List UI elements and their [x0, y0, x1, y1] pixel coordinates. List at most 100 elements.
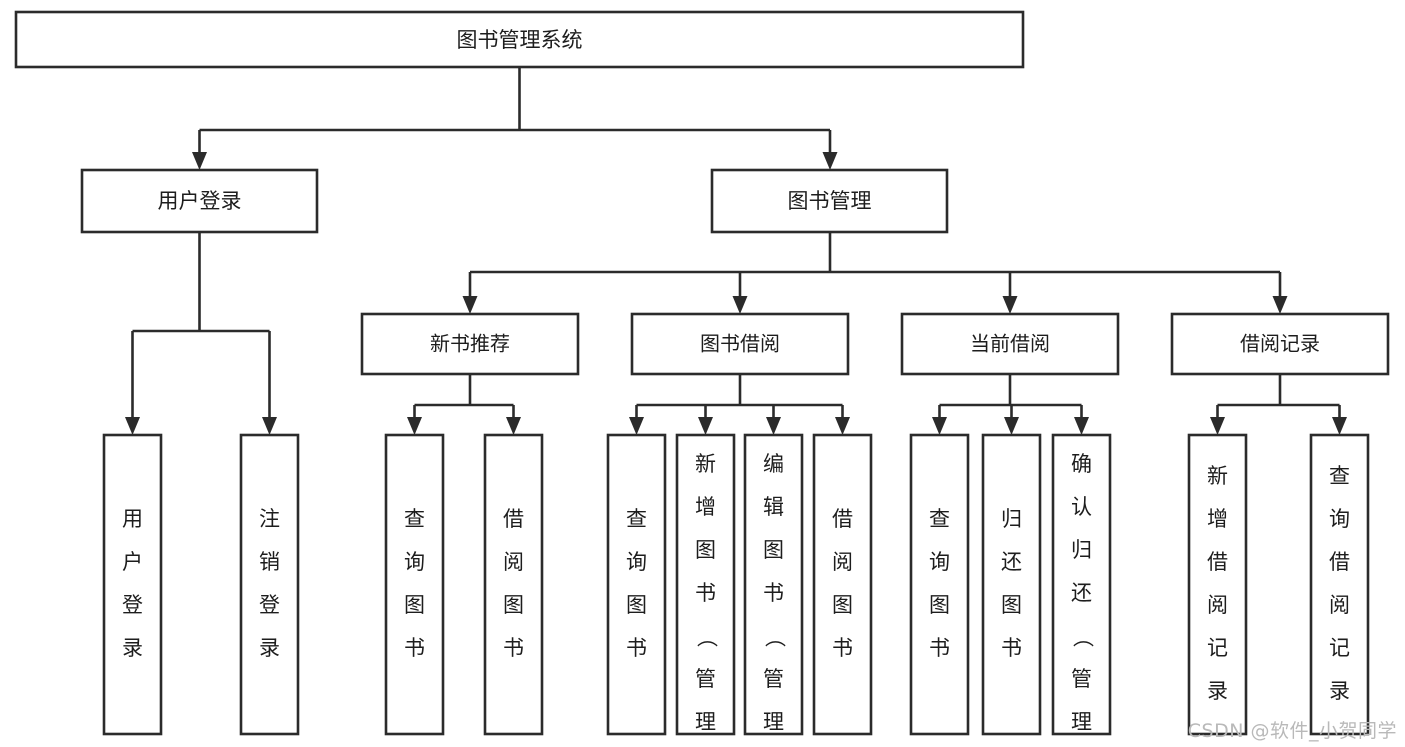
leaf-char: 书	[626, 636, 647, 660]
arrow-head-borrow-record	[1272, 296, 1288, 314]
leaf-box-confirm-return-admin[interactable]	[1051, 433, 1112, 736]
leaf-char: 书	[1001, 636, 1022, 660]
leaf-char: 书	[404, 636, 425, 660]
leaf-box-query-borrow-record[interactable]	[1309, 433, 1370, 736]
leaf-char: 销	[259, 550, 280, 574]
node-root-box[interactable]	[14, 10, 1025, 69]
leaf-char: 认	[1071, 495, 1092, 519]
leaf-char: 理	[763, 710, 784, 734]
leaf-box-borrow-book-2[interactable]	[812, 433, 873, 736]
leaf-char: 记	[1207, 636, 1228, 660]
leaf-char: 理	[695, 710, 716, 734]
leaf-char: 管	[695, 667, 716, 691]
leaf-char: 阅	[1329, 593, 1350, 617]
leaf-char: 确	[1071, 452, 1092, 476]
leaf-box-add-borrow-record[interactable]	[1187, 433, 1248, 736]
leaf-char: 书	[832, 636, 853, 660]
leaf-box-query-book-2[interactable]	[606, 433, 667, 736]
arrow-head-leaf-return-book	[1004, 417, 1019, 435]
leaf-char: 登	[259, 593, 280, 617]
leaf-label-user-login: 用户登录	[122, 507, 143, 660]
node-book-borrow-label: 图书借阅	[700, 332, 780, 356]
node-borrow-record-box[interactable]	[1170, 312, 1390, 376]
leaf-char: 录	[259, 636, 280, 660]
node-new-book-recommend[interactable]: 新书推荐	[360, 312, 580, 376]
leaf-char: 还	[1001, 550, 1022, 574]
node-book-borrow-box[interactable]	[630, 312, 850, 376]
arrow-head-leaf-borrow-book-2	[835, 417, 850, 435]
arrow-head-leaf-query-book-1	[407, 417, 422, 435]
leaf-box-query-book-3[interactable]	[909, 433, 970, 736]
node-current-borrow-box[interactable]	[900, 312, 1120, 376]
node-user-login-box[interactable]	[80, 168, 319, 234]
node-book-management[interactable]: 图书管理	[710, 168, 949, 234]
arrow-head-leaf-add-record	[1210, 417, 1225, 435]
leaf-char: 询	[929, 550, 950, 574]
leaf-box-add-book-admin[interactable]	[675, 433, 736, 736]
arrow-head-leaf-logout	[262, 417, 277, 435]
node-current-borrow[interactable]: 当前借阅	[900, 312, 1120, 376]
leaf-char: 图	[929, 593, 950, 617]
csdn-watermark: CSDN @软件_小贺同学	[1187, 720, 1397, 742]
level3-layer: 新书推荐 图书借阅 当前借阅 借阅记录	[360, 312, 1390, 376]
leaf-char: 查	[929, 507, 950, 531]
arrow-head-leaf-query-record	[1332, 417, 1347, 435]
leaf-char: 图	[626, 593, 647, 617]
leaf-char: 图	[832, 593, 853, 617]
arrow-head-leaf-borrow-book-1	[506, 417, 521, 435]
leaf-box-user-login[interactable]	[102, 433, 163, 736]
node-new-book-recommend-label: 新书推荐	[430, 332, 510, 356]
arrow-head-user-login	[192, 152, 207, 170]
leaf-char: 图	[763, 538, 784, 562]
leaf-char: 录	[122, 636, 143, 660]
leaf-box-return-book[interactable]	[981, 433, 1042, 736]
leaf-char: （	[763, 627, 787, 648]
arrow-head-leaf-user-login	[125, 417, 140, 435]
leaf-char: （	[695, 627, 719, 648]
connectors-layer	[125, 67, 1347, 435]
node-new-book-recommend-box[interactable]	[360, 312, 580, 376]
leaf-char: 登	[122, 593, 143, 617]
leaf-char: 管	[763, 667, 784, 691]
node-book-management-box[interactable]	[710, 168, 949, 234]
arrow-head-book-borrow	[732, 296, 748, 314]
leaf-box-logout[interactable]	[239, 433, 300, 736]
leaf-box-borrow-book-1[interactable]	[483, 433, 544, 736]
leaf-char: 录	[1329, 679, 1350, 703]
leaf-char: 询	[404, 550, 425, 574]
node-current-borrow-label: 当前借阅	[970, 332, 1050, 356]
leaf-box-edit-book-admin[interactable]	[743, 433, 804, 736]
leaf-char: 户	[122, 550, 143, 574]
leaf-char: 记	[1329, 636, 1350, 660]
node-user-login[interactable]: 用户登录	[80, 168, 319, 234]
leaf-char: 还	[1071, 581, 1092, 605]
arrow-head-current-borrow	[1002, 296, 1018, 314]
leaf-char: 增	[695, 495, 716, 519]
level2-layer: 用户登录 图书管理	[80, 168, 949, 234]
leaf-char: 图	[1001, 593, 1022, 617]
leaf-char: 查	[626, 507, 647, 531]
leaf-char: 增	[1207, 507, 1228, 531]
leaf-char: （	[1071, 627, 1095, 648]
node-root-system[interactable]: 图书管理系统	[14, 10, 1025, 69]
arrow-head-leaf-query-book-3	[932, 417, 947, 435]
node-borrow-record[interactable]: 借阅记录	[1170, 312, 1390, 376]
leaf-char: 书	[503, 636, 524, 660]
leaf-box-query-book-1[interactable]	[384, 433, 445, 736]
leaf-char: 归	[1071, 538, 1092, 562]
leaf-char: 图	[404, 593, 425, 617]
leaf-char: 管	[1071, 667, 1092, 691]
node-book-borrow[interactable]: 图书借阅	[630, 312, 850, 376]
node-book-management-label: 图书管理	[788, 189, 872, 213]
